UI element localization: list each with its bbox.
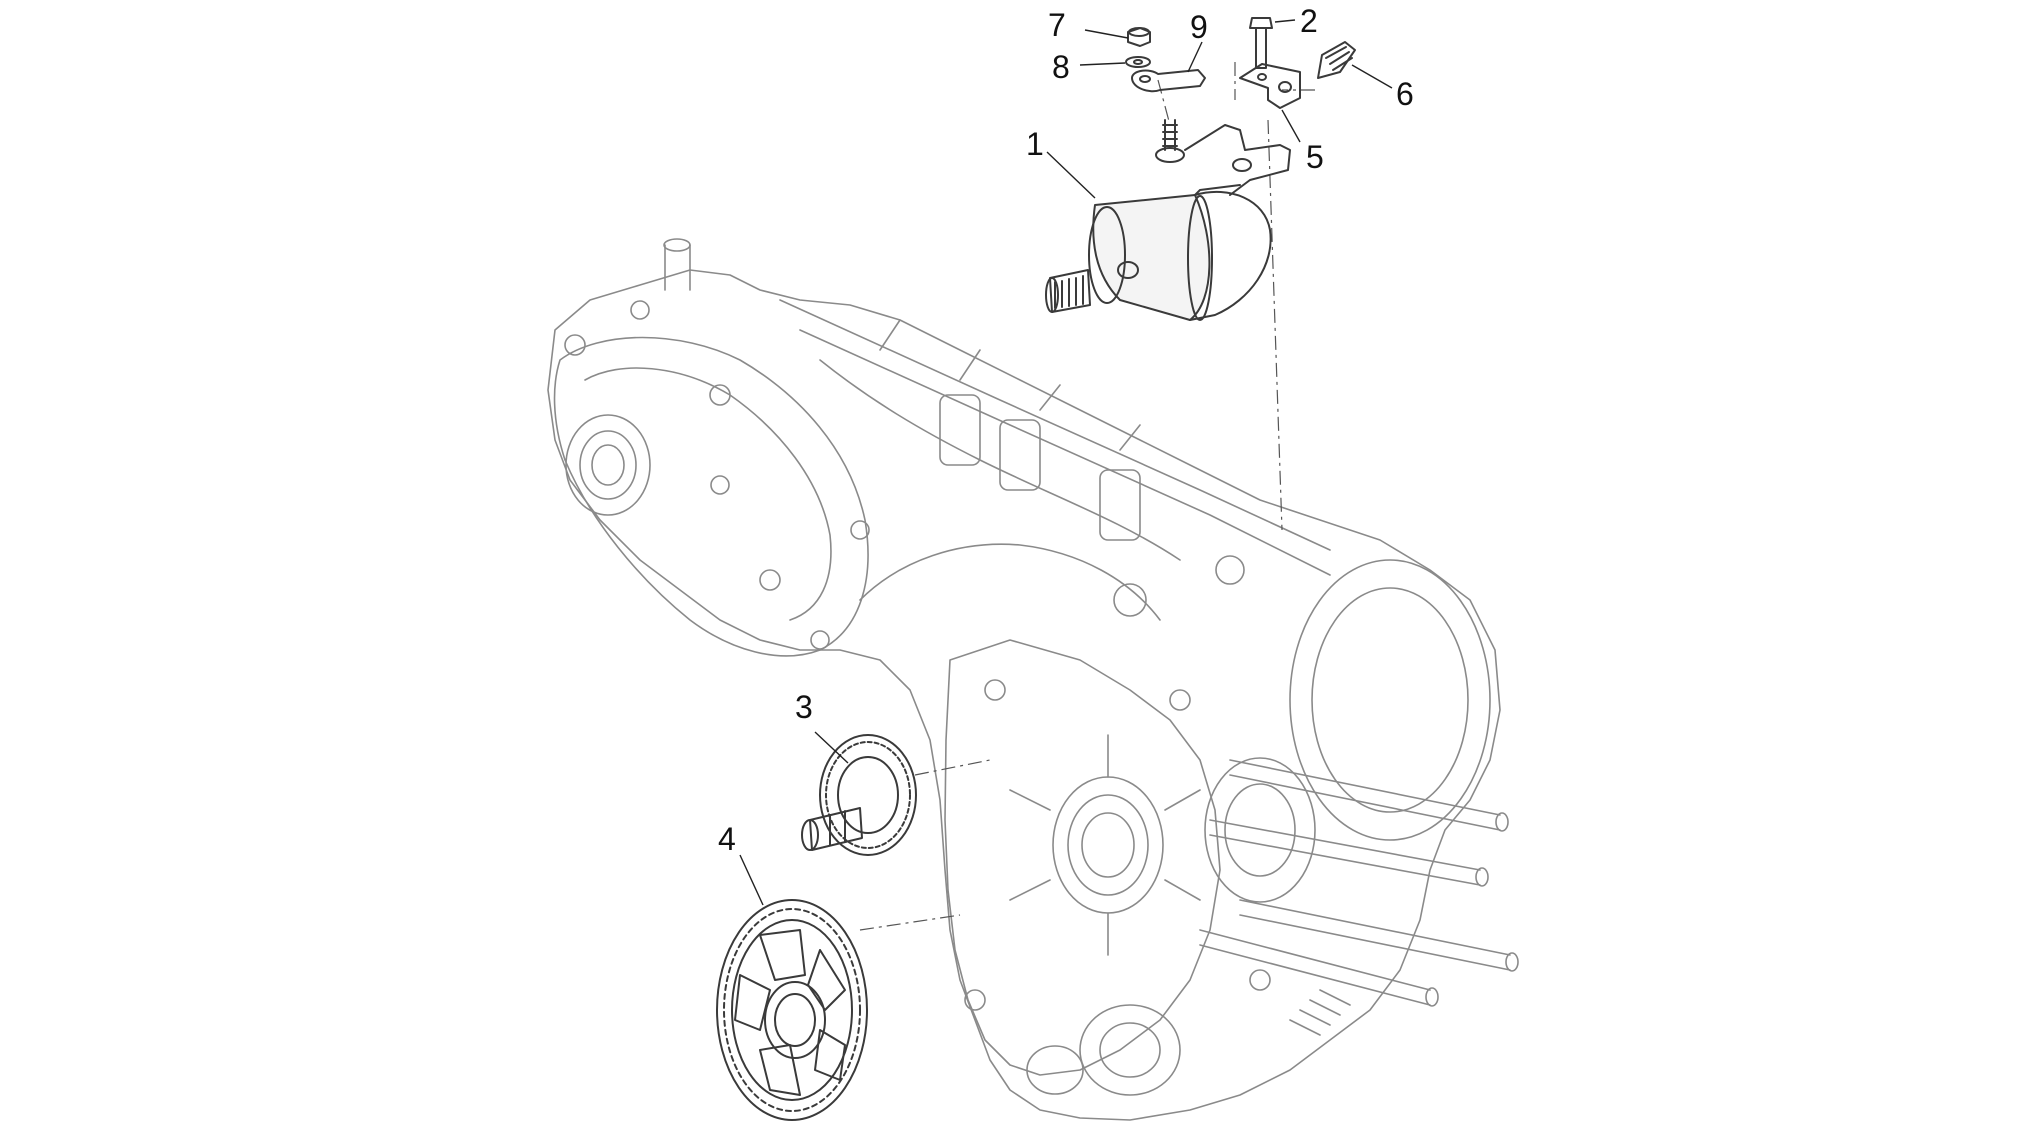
callout-7: 7 — [1048, 7, 1066, 43]
part-9-cable-lug — [1131, 69, 1206, 93]
part-6-connector — [1317, 41, 1356, 79]
leader-2 — [1274, 19, 1296, 23]
callout-labels: 1 2 3 4 5 6 7 8 9 — [718, 3, 1414, 857]
callout-5: 5 — [1306, 139, 1324, 175]
callout-8: 8 — [1052, 49, 1070, 85]
alignment-lines — [859, 62, 1315, 931]
callout-3: 3 — [795, 689, 813, 725]
leader-5 — [1281, 109, 1301, 143]
leader-8 — [1079, 62, 1126, 66]
part-8-washer — [1125, 56, 1151, 68]
part-5-bracket — [1239, 63, 1301, 109]
callout-1: 1 — [1026, 126, 1044, 162]
engine-crankcase — [547, 238, 1519, 1121]
callout-2: 2 — [1300, 3, 1318, 39]
callout-4: 4 — [718, 821, 736, 857]
callout-9: 9 — [1190, 9, 1208, 45]
part-2-bolt — [1249, 17, 1273, 69]
leader-7 — [1084, 29, 1129, 39]
leader-lines — [739, 19, 1393, 906]
part-7-nut — [1127, 27, 1151, 47]
leader-1 — [1046, 151, 1096, 199]
part-3-intermediate-gear — [801, 734, 917, 856]
callout-6: 6 — [1396, 76, 1414, 112]
leader-6 — [1351, 64, 1393, 89]
leader-9 — [1187, 41, 1203, 73]
part-4-starter-driven-gear — [716, 899, 868, 1121]
leader-4 — [739, 854, 764, 906]
leader-3 — [814, 731, 849, 764]
part-1-starter-motor — [1045, 119, 1291, 321]
